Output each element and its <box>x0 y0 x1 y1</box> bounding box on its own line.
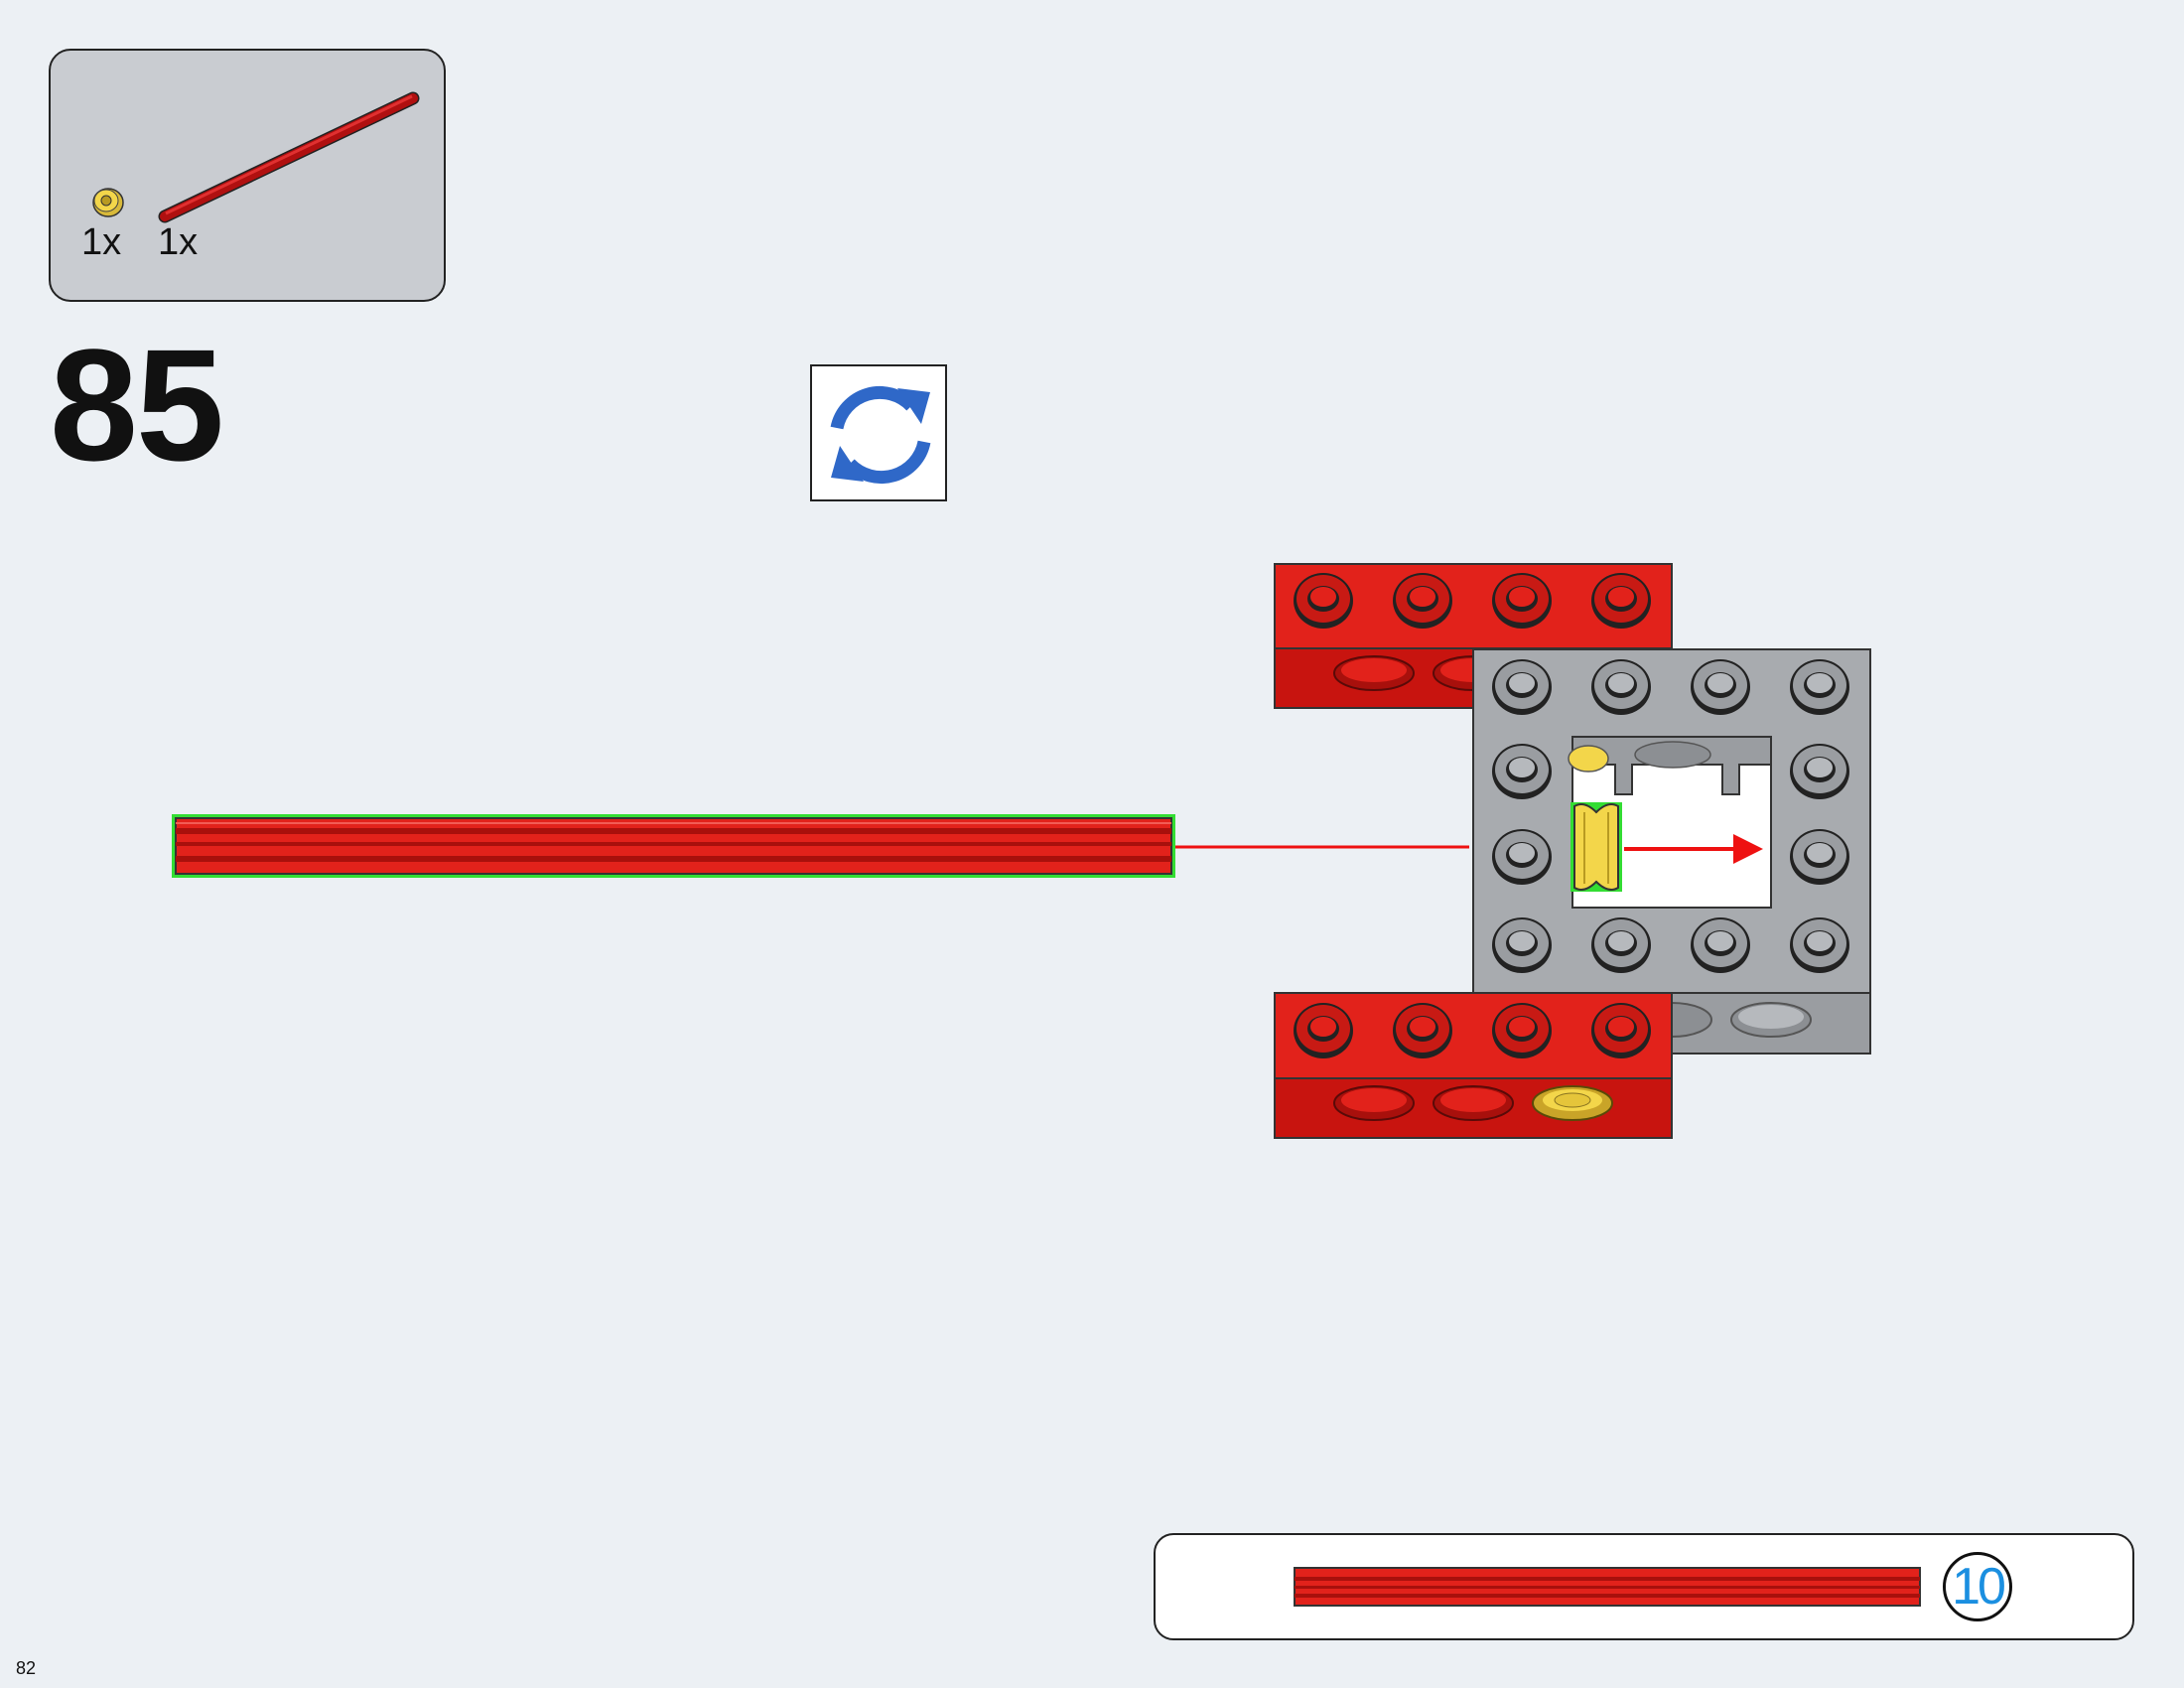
yellow-bush-part <box>1570 802 1622 892</box>
gray-frame <box>1472 648 1871 1055</box>
rotate-model-button[interactable] <box>810 364 947 501</box>
page-number: 82 <box>16 1658 37 1678</box>
bottom-red-brick <box>1274 992 1673 1139</box>
insertion-arrow <box>1175 834 1763 864</box>
red-axle-part <box>172 814 1175 878</box>
axle-length-callout: 10 <box>1154 1533 2134 1640</box>
rotate-model-icon <box>830 385 931 485</box>
red-axle-icon <box>158 91 420 223</box>
parts-list-art <box>92 91 420 223</box>
step-number: 85 <box>50 316 224 493</box>
part-count-bush: 1x <box>81 221 122 263</box>
parts-list-panel: 1x 1x <box>49 49 446 302</box>
part-count-axle: 1x <box>158 221 199 263</box>
axle-length-badge: 10 <box>1943 1552 2012 1621</box>
red-axle-icon <box>1294 1567 1921 1607</box>
yellow-bush-icon <box>92 188 124 217</box>
